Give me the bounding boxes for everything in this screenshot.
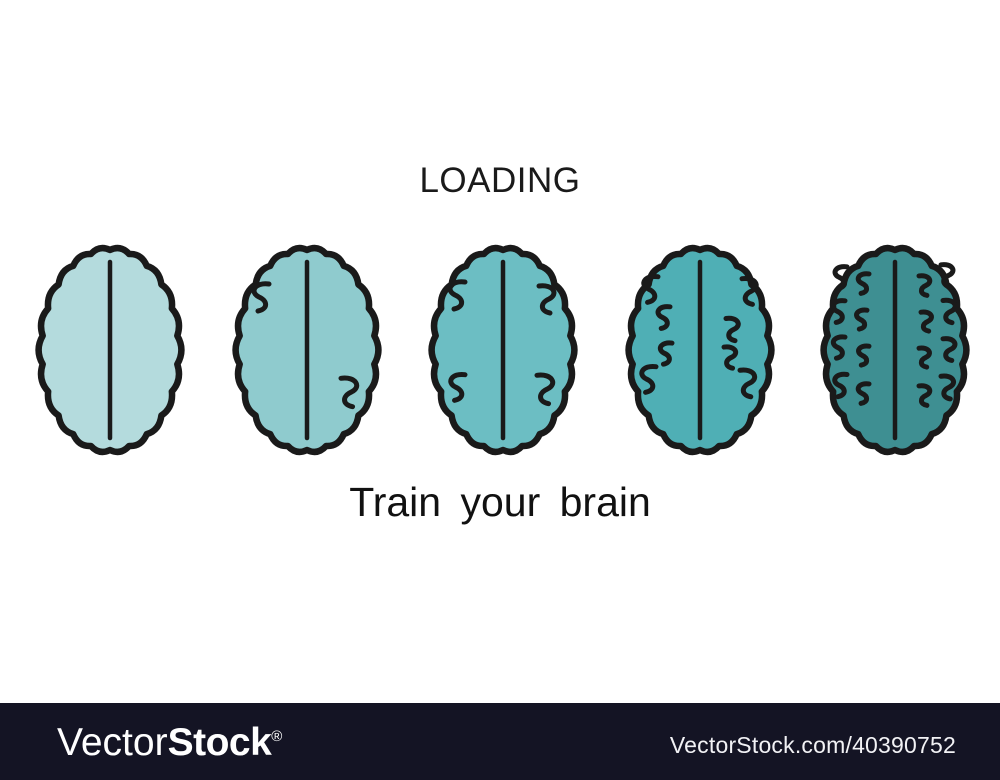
brain-gyrus-curl — [739, 275, 759, 307]
brain-stage-2-glyph — [232, 244, 382, 456]
brain-stage-4 — [605, 238, 795, 463]
brain-gyrus-curl — [536, 283, 557, 316]
brain-gyrus-curl — [938, 373, 957, 402]
brain-stage-3 — [408, 238, 598, 463]
brain-gyrus-curl — [916, 383, 933, 408]
brain-gyrus-curl — [830, 298, 848, 325]
brain-gyrus-curl — [534, 372, 556, 407]
brain-gyrus-curl — [940, 336, 958, 363]
brain-gyrus-curl — [854, 307, 870, 332]
brain-gyrus-curl — [657, 340, 675, 367]
brain-stage-1 — [15, 238, 205, 463]
brain-stage-5-glyph — [820, 244, 970, 456]
brain-gyrus-curl — [721, 344, 739, 371]
logo-word-vector: Vector — [57, 721, 168, 764]
brain-gyrus-curl — [338, 375, 360, 410]
brain-stage-5 — [800, 238, 990, 463]
vectorstock-logo: VectorStock® — [57, 723, 282, 762]
brain-gyrus-curl — [918, 309, 934, 334]
brain-stage-1-glyph — [35, 244, 185, 456]
brain-gyri-group — [447, 279, 557, 407]
brain-stage-3-glyph — [428, 244, 578, 456]
brain-gyrus-curl — [938, 262, 956, 289]
brain-gyri-group — [639, 273, 759, 400]
loading-label: LOADING — [419, 161, 581, 200]
brain-gyrus-curl — [737, 367, 758, 400]
logo-word-stock: Stock — [167, 721, 272, 764]
brain-gyrus-curl — [448, 371, 468, 403]
brain-gyrus-curl — [832, 371, 850, 400]
brain-gyrus-curl — [855, 381, 872, 406]
brain-stage-2 — [212, 238, 402, 463]
brain-gyrus-curl — [447, 279, 468, 312]
tagline-text: Train your brain — [349, 479, 651, 525]
brain-loading-illustration: LOADING Train your brain — [0, 161, 1000, 525]
brain-gyri-group — [251, 281, 360, 410]
brain-gyrus-curl — [251, 281, 272, 314]
watermark-bar: VectorStock® VectorStock.com/40390752 — [0, 703, 1000, 780]
brain-stage-4-glyph — [625, 244, 775, 456]
brain-gyrus-curl — [916, 273, 933, 298]
brain-gyrus-curl — [856, 343, 872, 368]
brain-gyrus-curl — [723, 315, 741, 344]
brain-gyrus-curl — [655, 304, 673, 331]
brain-gyri-group — [830, 262, 958, 408]
brain-gyrus-curl — [641, 273, 661, 305]
brain-gyrus-curl — [855, 271, 872, 296]
registered-mark-icon: ® — [271, 728, 283, 745]
brain-gyrus-curl — [940, 297, 958, 326]
brain-gyrus-curl — [832, 264, 850, 291]
brain-gyrus-curl — [916, 345, 932, 370]
brain-gyrus-curl — [639, 363, 659, 395]
brain-progress-row — [0, 238, 1000, 463]
watermark-url: VectorStock.com/40390752 — [669, 732, 956, 758]
brain-gyrus-curl — [830, 334, 848, 361]
